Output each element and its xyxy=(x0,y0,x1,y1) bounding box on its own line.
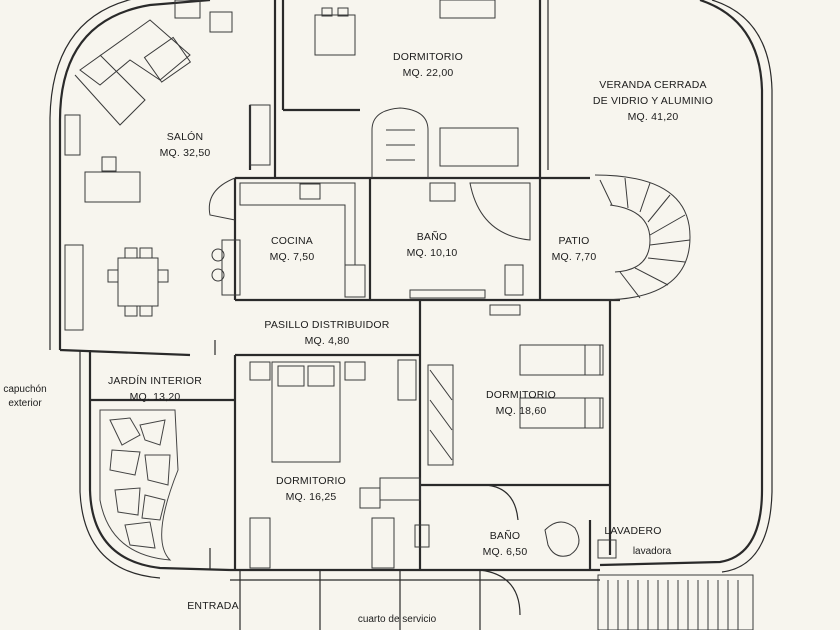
dresser xyxy=(439,0,496,19)
area-bano-small: MQ. 6,50 xyxy=(483,546,528,558)
area-jardin: MQ. 13,20 xyxy=(130,391,181,403)
label-patio: PATIO xyxy=(559,235,590,247)
cabinet xyxy=(64,114,81,156)
small-shower xyxy=(544,521,580,557)
twin-beds xyxy=(427,304,604,466)
outer-walls xyxy=(49,0,773,581)
area-dormitorio-master: MQ. 16,25 xyxy=(286,491,337,503)
label-veranda-2: DE VIDRIO Y ALUMINIO xyxy=(593,95,713,107)
spiral-stair xyxy=(594,174,691,301)
area-pasillo: MQ. 4,80 xyxy=(305,335,350,347)
bench xyxy=(439,127,519,167)
area-veranda: MQ. 41,20 xyxy=(628,111,679,123)
label-cocina: COCINA xyxy=(271,235,313,247)
label-bano-small: BAÑO xyxy=(490,529,521,542)
room-labels: DORMITORIO MQ. 22,00 VERANDA CERRADA DE … xyxy=(3,51,713,625)
label-dormitorio-master: DORMITORIO xyxy=(276,475,346,487)
garden-rocks xyxy=(99,409,179,561)
area-salon: MQ. 32,50 xyxy=(160,147,211,159)
desk-top-bedroom xyxy=(314,14,356,56)
desk-chair xyxy=(101,156,117,172)
label-jardin: JARDÍN INTERIOR xyxy=(108,374,202,387)
label-veranda-1: VERANDA CERRADA xyxy=(599,79,706,91)
label-lavadero: LAVADERO xyxy=(604,525,661,537)
dining-table xyxy=(107,247,169,317)
exterior-stair xyxy=(597,574,754,630)
armchair xyxy=(174,0,201,19)
area-bano-center: MQ. 10,10 xyxy=(407,247,458,259)
area-dormitorio-top: MQ. 22,00 xyxy=(403,67,454,79)
sofa xyxy=(74,19,192,126)
shower xyxy=(469,182,531,241)
desk xyxy=(84,171,141,203)
furniture xyxy=(64,0,754,630)
label-dormitorio-right: DORMITORIO xyxy=(486,389,556,401)
label-salon: SALÓN xyxy=(167,130,204,143)
label-cuarto-servicio: cuarto de servicio xyxy=(358,614,437,625)
label-dormitorio-top: DORMITORIO xyxy=(393,51,463,63)
label-entrada: ENTRADA xyxy=(187,600,239,612)
label-pasillo: PASILLO DISTRIBUIDOR xyxy=(264,319,389,331)
label-lavadora: lavadora xyxy=(633,546,672,557)
spiral-stair-small xyxy=(371,107,429,178)
washer xyxy=(597,539,617,559)
sideboard xyxy=(64,244,84,331)
bar-counter xyxy=(221,239,241,296)
label-capuchon-1: capuchón xyxy=(3,384,46,395)
label-capuchon-2: exterior xyxy=(8,398,42,409)
label-bano-center: BAÑO xyxy=(417,230,448,243)
master-bed xyxy=(249,359,421,509)
area-patio: MQ. 7,70 xyxy=(552,251,597,263)
area-dormitorio-right: MQ. 18,60 xyxy=(496,405,547,417)
area-cocina: MQ. 7,50 xyxy=(270,251,315,263)
side-table xyxy=(209,11,233,33)
